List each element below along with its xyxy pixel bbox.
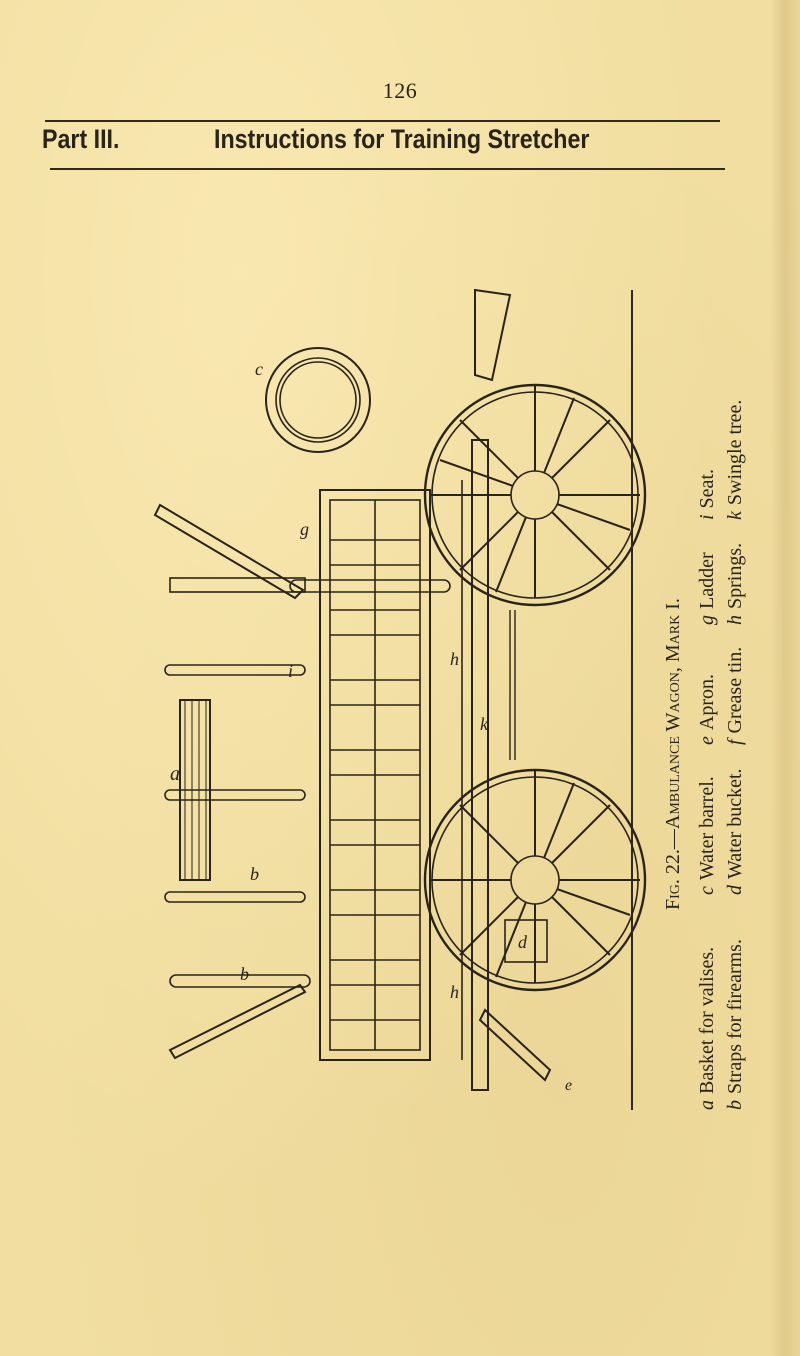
- figure-title: Fig. 22.—Ambulance Wagon, Mark I.: [662, 598, 685, 910]
- svg-text:b: b: [240, 964, 249, 984]
- svg-text:h: h: [450, 649, 459, 669]
- legend-item-f: fGrease tin.: [724, 646, 746, 745]
- legend-item-b: bStraps for firearms.: [724, 939, 746, 1110]
- header-title: Instructions for Training Stretcher: [214, 124, 590, 154]
- svg-text:h: h: [450, 982, 459, 1002]
- header-part: Part III.: [42, 124, 120, 154]
- svg-text:i: i: [288, 661, 293, 681]
- figure-border-line: [631, 290, 633, 1110]
- svg-text:d: d: [518, 932, 528, 952]
- legend-item-i: iSeat.: [696, 469, 718, 520]
- figure-number: Fig. 22.—: [662, 829, 684, 910]
- header-rule-bottom: [50, 168, 725, 170]
- figure-caption: Fig. 22.—Ambulance Wagon, Mark I. aBaske…: [660, 280, 765, 1120]
- legend-item-a: aBasket for valises.: [696, 946, 718, 1110]
- svg-text:b: b: [250, 864, 259, 884]
- figure-caption-title: Ambulance Wagon, Mark I.: [662, 598, 684, 830]
- legend-item-g: gLadder: [696, 552, 718, 625]
- running-header: Part III. Instructions for Training Stret…: [42, 124, 627, 155]
- legend-item-e: eApron.: [696, 674, 718, 745]
- page-number: 126: [382, 78, 418, 103]
- svg-text:c: c: [255, 359, 263, 379]
- legend-item-h: hSprings.: [724, 542, 746, 625]
- legend-item-c: cWater barrel.: [696, 776, 718, 895]
- svg-text:g: g: [300, 519, 309, 539]
- legend-item-k: kSwingle tree.: [724, 399, 746, 520]
- svg-text:e: e: [565, 1077, 572, 1094]
- ambulance-wagon-illustration: c: [140, 280, 660, 1110]
- legend-item-d: dWater bucket.: [724, 768, 746, 895]
- header-rule-top: [45, 120, 720, 122]
- svg-text:a: a: [170, 763, 180, 785]
- svg-text:k: k: [480, 714, 489, 734]
